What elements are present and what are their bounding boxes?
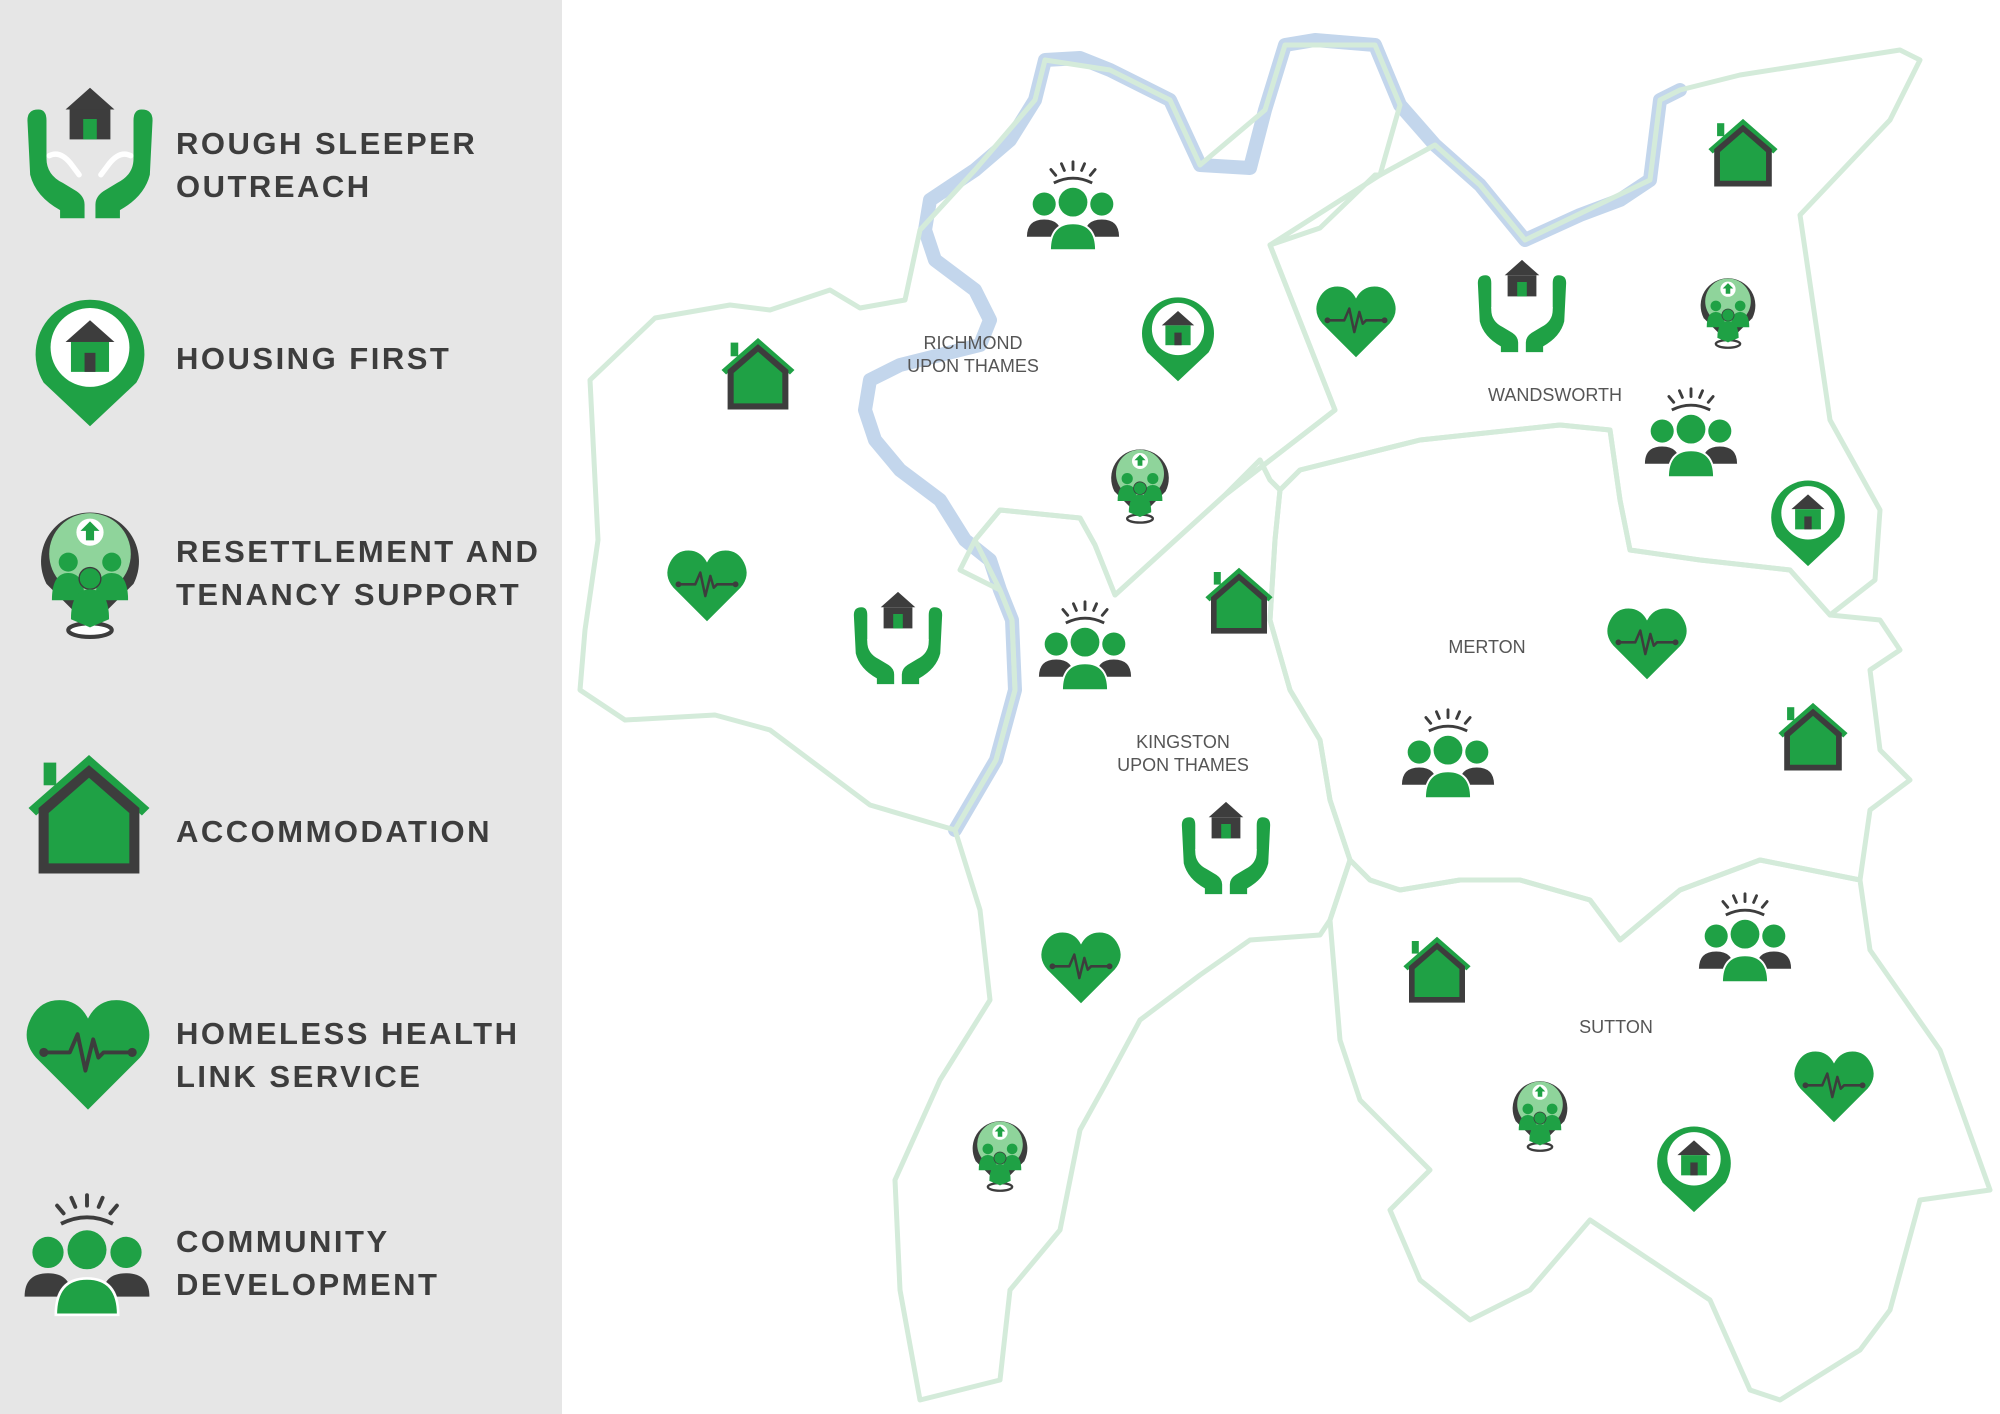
legend-item-community-development: COMMUNITY DEVELOPMENT [0,1190,562,1370]
map-marker-resettlement-sutton location-pin-people-icon [1511,1079,1569,1153]
heartbeat-heart-icon [16,990,160,1120]
region-label-line: RICHMOND [924,333,1023,353]
legend-panel: ROUGH SLEEPER OUTREACH HOUSING FIRST RES… [0,0,562,1414]
map-marker-rough-sleeper-outreach-richmond hands-house-icon [851,590,945,686]
legend-item-rough-sleeper-outreach: ROUGH SLEEPER OUTREACH [0,85,562,265]
map-marker-homeless-health-kingston heartbeat-heart-icon [1039,931,1123,1005]
region-label-sutton: SUTTON [1579,1017,1653,1037]
region-label-merton: MERTON [1448,637,1525,657]
map-marker-accommodation-wandsworth house-outline-icon [1708,118,1778,187]
map-marker-community-development-richmond community-group-icon [1025,160,1121,252]
region-label-line: UPON THAMES [907,356,1039,376]
region-label-richmond: RICHMOND UPON THAMES [907,333,1039,376]
map-marker-resettlement-wandsworth location-pin-people-icon [1699,276,1757,350]
legend-label: HOUSING FIRST [176,341,452,376]
region-label-line: SUTTON [1579,1017,1653,1037]
region-border-kingston [892,457,1353,1403]
map-marker-housing-first-wandsworth location-pin-house-icon [1771,480,1845,567]
map-marker-homeless-health-sutton heartbeat-heart-icon [1792,1050,1876,1124]
legend-label: ROUGH SLEEPER OUTREACH [176,126,478,204]
location-pin-people-icon [22,497,158,649]
house-outline-icon [26,748,152,878]
region-label-wandsworth: WANDSWORTH [1488,385,1622,405]
map-marker-homeless-health-richmond heartbeat-heart-icon [665,549,749,623]
region-label-line: KINGSTON [1136,732,1230,752]
region-label-kingston: KINGSTON UPON THAMES [1117,732,1249,775]
map-marker-housing-first-richmond location-pin-house-icon [1142,297,1214,382]
map-marker-community-development-merton community-group-icon [1400,708,1496,800]
region-border-sutton [1327,857,1993,1403]
map-marker-resettlement-kingston location-pin-people-icon [971,1119,1029,1193]
map-marker-rough-sleeper-outreach-wandsworth hands-house-icon [1475,258,1569,354]
legend-item-homeless-health: HOMELESS HEALTH LINK SERVICE [0,990,562,1170]
map-marker-accommodation-merton house-outline-icon [1778,702,1848,771]
legend-label: RESETTLEMENT AND TENANCY SUPPORT [176,534,541,612]
location-pin-house-icon [22,283,158,439]
map-marker-accommodation-richmond house-outline-icon [721,338,795,410]
borough-map: RICHMOND UPON THAMES WANDSWORTH MERTON KI… [577,33,1993,1403]
hands-house-icon [22,85,158,221]
region-label-line: UPON THAMES [1117,755,1249,775]
map-marker-community-development-kingston community-group-icon [1037,600,1133,692]
legend-item-housing-first: HOUSING FIRST [0,283,562,463]
region-label-line: WANDSWORTH [1488,385,1622,405]
map-marker-resettlement-richmond location-pin-people-icon [1109,447,1171,525]
legend-label: COMMUNITY DEVELOPMENT [176,1224,440,1302]
map-marker-accommodation-kingston house-outline-icon [1205,567,1273,634]
legend-item-resettlement: RESETTLEMENT AND TENANCY SUPPORT [0,497,562,677]
map-marker-homeless-health-merton heartbeat-heart-icon [1605,607,1689,681]
map-marker-rough-sleeper-outreach-kingston hands-house-icon [1179,800,1273,896]
region-label-line: MERTON [1448,637,1525,657]
map-marker-community-development-wandsworth community-group-icon [1643,387,1739,479]
community-group-icon [14,1190,160,1320]
map-marker-community-development-sutton community-group-icon [1697,892,1793,984]
legend-item-accommodation: ACCOMMODATION [0,748,562,928]
legend-label: HOMELESS HEALTH LINK SERVICE [176,1016,520,1094]
legend-label: ACCOMMODATION [176,814,493,849]
map-marker-housing-first-sutton location-pin-house-icon [1657,1126,1731,1213]
map-marker-homeless-health-wandsworth heartbeat-heart-icon [1314,285,1398,359]
map-marker-accommodation-sutton house-outline-icon [1403,936,1471,1003]
